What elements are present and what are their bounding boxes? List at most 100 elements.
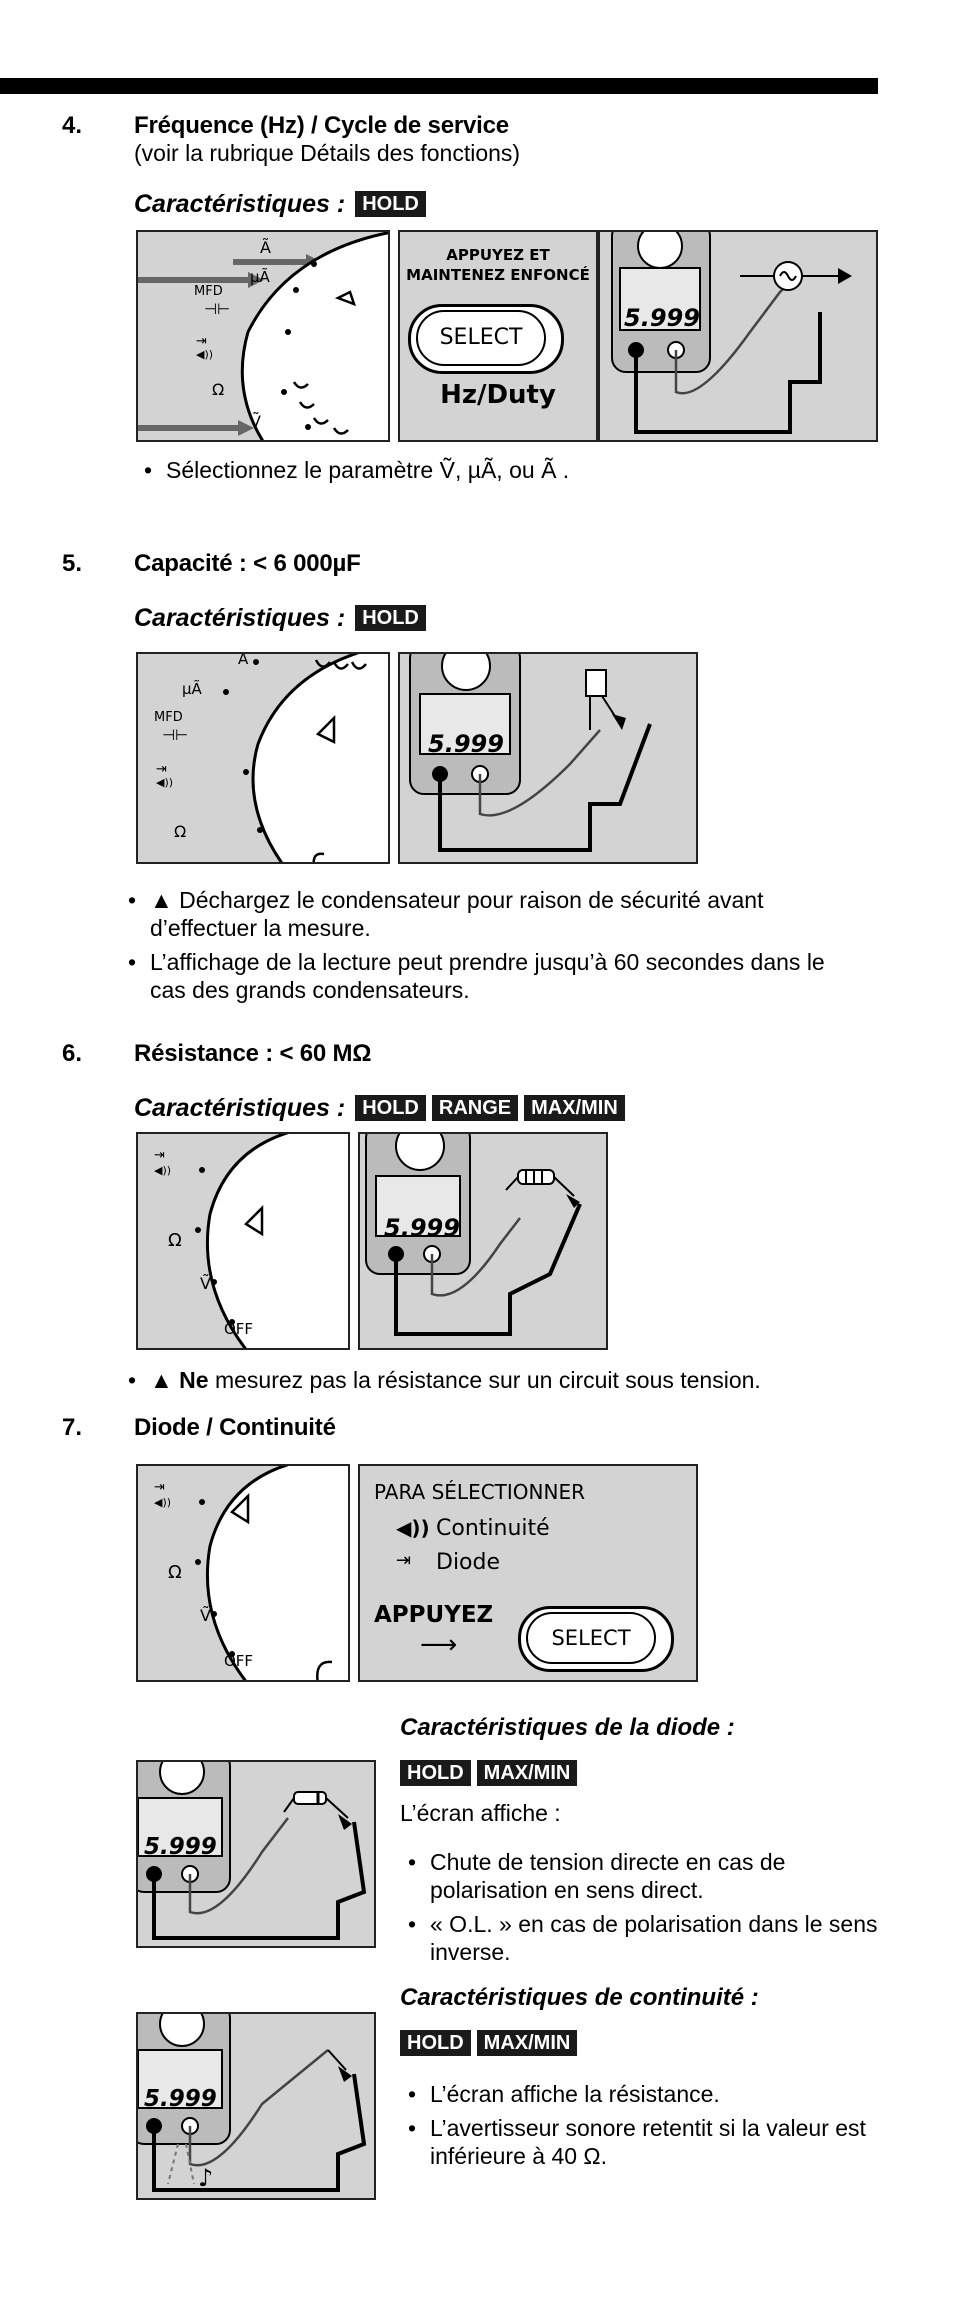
bullet-item: • ▲ Déchargez le condensateur pour raison… [128, 886, 850, 942]
features-label: Caractéristiques : [134, 190, 346, 218]
continuity-features-label: Caractéristiques de continuité : [400, 1984, 759, 2011]
beep-note-icon: ♪ [198, 2164, 214, 2192]
continuity-icon: ◀)) [154, 1496, 172, 1509]
continuity-icon: ◀)) [396, 1516, 430, 1540]
option-diode: Diode [436, 1550, 501, 1575]
meter-illustration [138, 2014, 367, 2192]
section-title: Diode / Continuité [134, 1414, 336, 1441]
continuity-meter-panel: 5.999 ♪ [136, 2012, 376, 2200]
bullet-text: L’écran affiche la résistance. [430, 2081, 720, 2107]
capacitor-icon: ⊣⊢ [204, 300, 231, 318]
rotary-dial-panel: ⇥ ◀)) Ω Ṽ OFF [136, 1464, 350, 1682]
bullet-dot: • [128, 887, 137, 913]
diode-meter-panel: 5.999 [136, 1760, 376, 1948]
diode-icon: ⇥ [196, 334, 207, 349]
meter-display-value: 5.999 [624, 304, 700, 332]
bullet-text: « O.L. » en cas de polarisation dans le … [430, 1911, 878, 1965]
diode-icon: ⇥ [396, 1550, 412, 1571]
dial-illustration [138, 232, 388, 440]
top-rule [0, 78, 878, 94]
maxmin-badge: MAX/MIN [476, 2030, 578, 2056]
dial-label-v: Ṽ [200, 1606, 211, 1625]
bullet-item: •Chute de tension directe en cas de pola… [408, 1848, 900, 1904]
rotary-dial-panel: ⇥ ◀)) Ω Ṽ OFF [136, 1132, 350, 1350]
dial-label-ohm: Ω [168, 1230, 182, 1251]
bullet-text: ▲ Déchargez le condensateur pour raison … [150, 887, 764, 941]
features-label: Caractéristiques : [134, 1094, 346, 1122]
rotary-dial-panel: Ã µÃ MFD ⊣⊢ ⇥ ◀)) Ω Ṽ [136, 230, 390, 442]
dial-label-off: OFF [224, 1652, 254, 1670]
diode-icon: ⇥ [156, 762, 167, 777]
meter-connection-panel: 5.999 [598, 230, 878, 442]
maxmin-badge: MAX/MIN [476, 1760, 578, 1786]
bullet-strong: ▲ Ne [150, 1367, 209, 1393]
section-number: 5. [62, 550, 83, 577]
meter-illustration [409, 654, 652, 852]
hold-badge: HOLD [355, 605, 426, 631]
dial-label-ua: µÃ [250, 268, 270, 286]
dial-label-ohm: Ω [212, 380, 225, 399]
section-title: Fréquence (Hz) / Cycle de service [134, 112, 509, 139]
bullet-dot: • [408, 2081, 417, 2107]
continuity-icon: ◀)) [196, 348, 214, 361]
meter-illustration [138, 1762, 367, 1940]
select-header: PARA SÉLECTIONNER [374, 1480, 585, 1504]
hz-duty-label: Hz/Duty [440, 380, 556, 410]
bullet-dot: • [408, 1911, 417, 1937]
meter-connection-panel: 5.999 [358, 1132, 608, 1350]
section-title: Capacité : < 6 000µF [134, 550, 361, 577]
section-subtitle: (voir la rubrique Détails des fonctions) [134, 140, 521, 166]
features-line: Caractéristiques : HOLD [134, 604, 426, 633]
hold-badge: HOLD [355, 191, 426, 217]
meter-display-value: 5.999 [144, 2086, 217, 2112]
section-number: 6. [62, 1040, 83, 1067]
press-label: APPUYEZ [374, 1602, 494, 1628]
section-number: 4. [62, 112, 83, 139]
bullet-item: •Sélectionnez le paramètre Ṽ, µÃ, ou Ã . [144, 456, 569, 484]
bullet-dot: • [408, 1849, 417, 1875]
meter-connection-panel: 5.999 [398, 652, 698, 864]
continuity-icon: ◀)) [156, 776, 174, 789]
meter-illustration [611, 232, 852, 434]
hold-badge: HOLD [400, 2030, 471, 2056]
bullet-dot: • [128, 1367, 137, 1393]
rotary-dial-panel: A µÃ MFD ⊣⊢ ⇥ ◀)) Ω [136, 652, 390, 864]
select-instruction-panel: APPUYEZ ET MAINTENEZ ENFONCÉ SELECT Hz/D… [398, 230, 598, 442]
dial-label-v: Ṽ [200, 1274, 211, 1293]
dial-label-a: Ã [260, 238, 271, 257]
bullet-dot: • [144, 457, 153, 483]
diode-icon: ⇥ [154, 1148, 165, 1163]
screen-shows-label: L’écran affiche : [400, 1800, 561, 1826]
dial-label-a: A [238, 652, 249, 668]
capacitor-icon: ⊣⊢ [162, 726, 189, 744]
dial-illustration [195, 1466, 348, 1680]
hold-badge: HOLD [400, 1760, 471, 1786]
range-badge: RANGE [431, 1095, 519, 1121]
features-line: Caractéristiques : HOLD [134, 190, 426, 219]
diode-features-label: Caractéristiques de la diode : [400, 1714, 735, 1741]
press-label: APPUYEZ ET [446, 246, 550, 264]
bullet-item: • L’écran affiche la résistance. [408, 2080, 900, 2108]
bullet-dot: • [408, 2115, 417, 2141]
dial-label-mfd: MFD [154, 710, 183, 725]
hold-label: MAINTENEZ ENFONCÉ [406, 266, 590, 284]
bullet-item: •L’affichage de la lecture peut prendre … [128, 948, 850, 1004]
bullet-dot: • [128, 949, 137, 975]
diode-icon: ⇥ [154, 1480, 165, 1495]
continuity-icon: ◀)) [154, 1164, 172, 1177]
dial-label-off: OFF [224, 1320, 254, 1338]
bullet-item: • L’avertisseur sonore retentit si la val… [408, 2114, 900, 2170]
meter-display-value: 5.999 [384, 1214, 460, 1242]
bullet-text: mesurez pas la résistance sur un circuit… [208, 1367, 761, 1393]
option-continuity: Continuité [436, 1516, 550, 1541]
bullet-item: • ▲ Ne mesurez pas la résistance sur un c… [128, 1366, 850, 1394]
dial-illustration [195, 1134, 348, 1348]
bullet-text: L’avertisseur sonore retentit si la vale… [430, 2115, 866, 2169]
section-number: 7. [62, 1414, 83, 1441]
maxmin-badge: MAX/MIN [524, 1095, 625, 1121]
select-button: SELECT [526, 1612, 656, 1664]
meter-display-value: 5.999 [428, 730, 504, 758]
features-label: Caractéristiques : [134, 604, 346, 632]
